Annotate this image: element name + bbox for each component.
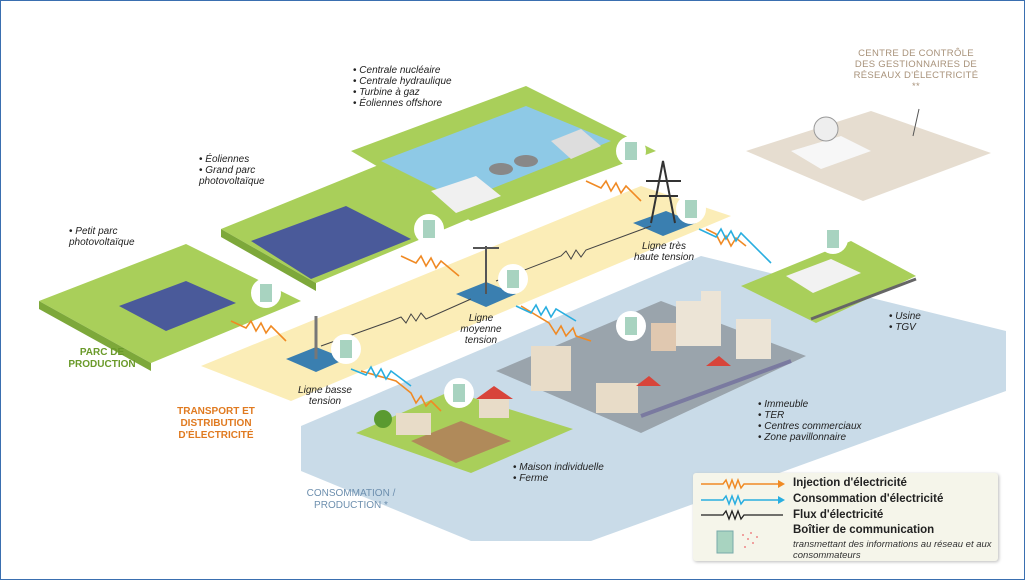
platform-city — [496, 291, 806, 433]
label-factory: Usine — [889, 311, 921, 322]
legend-symbols — [701, 477, 785, 554]
label-low-line: Ligne basse tension — [298, 385, 352, 407]
label-offshore-wind: Éoliennes offshore — [353, 98, 452, 109]
label-medium-line: Ligne moyenne tension — [460, 313, 502, 346]
label-small-pv: Petit parc photovoltaïque — [69, 226, 169, 248]
platform-power-plants — [351, 86, 656, 221]
label-hydro: Centrale hydraulique — [353, 76, 451, 87]
label-house: Maison individuelle — [513, 462, 604, 473]
flow-lines — [320, 225, 652, 347]
legend-box-icon — [716, 530, 734, 554]
legend-flow-label: Flux d'électricité — [793, 509, 884, 521]
pylon-medium — [456, 246, 516, 307]
pylon-low — [286, 316, 346, 372]
label-farm: Ferme — [513, 473, 604, 484]
legend-consumption-label: Consommation d'électricité — [793, 493, 944, 505]
label-ter: TER — [758, 410, 862, 421]
consumption-arrows — [350, 227, 772, 387]
platform-farm — [356, 386, 573, 473]
label-farm-house: Maison individuelle Ferme — [513, 462, 604, 484]
platform-control-center — [746, 111, 991, 201]
label-gas-turbine: Turbine à gaz — [353, 87, 452, 98]
label-residential: Zone pavillonnaire — [758, 432, 862, 443]
label-wind: Éoliennes — [199, 154, 309, 165]
section-production: PARC DE PRODUCTION — [68, 347, 136, 370]
platform-industry — [741, 241, 917, 323]
label-building: Immeuble — [758, 399, 862, 410]
communication-boxes — [251, 136, 848, 408]
legend-flow-line — [701, 509, 783, 521]
legend-box-label: Boîtier de communication — [793, 524, 935, 536]
platform-wind-large-pv — [221, 164, 476, 291]
label-wind-pv: Éoliennes Grand parc photovoltaïque — [199, 154, 309, 187]
label-large-pv: Grand parc photovoltaïque — [199, 165, 309, 187]
label-tgv: TGV — [889, 322, 921, 333]
label-malls: Centres commerciaux — [758, 421, 861, 432]
legend-box-description: transmettant des informations au réseau … — [793, 539, 992, 561]
label-small-pv-list: Petit parc photovoltaïque — [69, 226, 169, 248]
legend-consumption-arrow — [701, 493, 778, 507]
legend-injection-label: Injection d'électricité — [793, 477, 907, 489]
label-city: Immeuble TER Centres commerciaux Zone pa… — [758, 399, 862, 443]
section-transport: TRANSPORT ET DISTRIBUTION D'ÉLECTRICITÉ — [177, 406, 255, 441]
label-nuclear: Centrale nucléaire — [353, 65, 452, 76]
legend-signal-icon — [742, 532, 758, 548]
label-power-plants: Centrale nucléaire Centrale hydraulique … — [353, 65, 452, 109]
section-consumption: CONSOMMATION / PRODUCTION * — [306, 488, 396, 511]
injection-arrows — [230, 179, 747, 412]
label-industry: Usine TGV — [889, 311, 921, 333]
control-center-pointer — [912, 108, 920, 137]
platform-small-pv — [39, 244, 301, 371]
section-control-center: CENTRE DE CONTRÔLE DES GESTIONNAIRES DE … — [853, 48, 979, 92]
legend-injection-arrow — [701, 477, 778, 491]
legend: Injection d'électricité Consommation d'é… — [693, 473, 998, 561]
label-very-high-line: Ligne très haute tension — [633, 241, 695, 263]
